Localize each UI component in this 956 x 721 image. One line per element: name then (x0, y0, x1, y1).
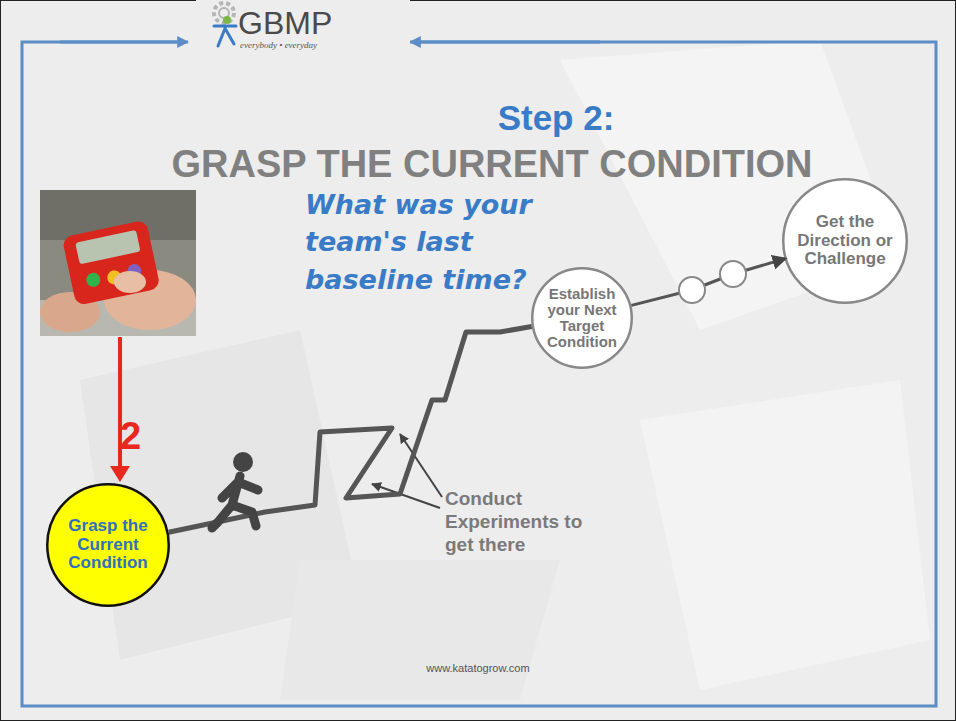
logo-gear (219, 8, 229, 18)
background-shape (560, 40, 900, 330)
photo (40, 190, 196, 336)
pointer-arrow-head (110, 466, 130, 482)
photo-hand (40, 292, 100, 332)
background-shape (280, 560, 560, 700)
question-text: What was your team's last baseline time? (305, 186, 533, 298)
node-text: Grasp the Current Condition (58, 517, 158, 572)
logo-backdrop (196, 0, 410, 60)
node-text: Get the Direction or Challenge (791, 213, 899, 268)
node-text: Establish your Next Target Condition (540, 286, 624, 351)
photo-thumb (114, 271, 146, 293)
circle-shape (47, 484, 169, 606)
staircase-path (169, 327, 532, 533)
challenge-circle: Get the Direction or Challenge (782, 178, 908, 304)
node-text-holder: Establish your Next Target Condition (531, 267, 633, 369)
circle-outline (531, 267, 633, 369)
pointer-arrow (118, 337, 122, 468)
leader-arrow (372, 484, 440, 508)
footer-url: www.katatogrow.com (378, 662, 578, 674)
target-condition-circle: Establish your Next Target Condition (531, 267, 633, 369)
frame-arrow (410, 41, 600, 44)
photo (40, 300, 196, 336)
node-text-holder: Grasp the Current Condition (46, 483, 170, 607)
step-title: Step 2: (406, 98, 706, 138)
photo-timer-button (85, 272, 102, 289)
step-circle (720, 261, 746, 287)
experiments-note: Conduct Experiments to get there (445, 488, 585, 556)
photo-timer-button (126, 263, 143, 280)
logo-tagline: everybody • everyday (240, 41, 350, 51)
step-circle (679, 277, 705, 303)
photo-hand (104, 270, 196, 330)
logo-person (223, 16, 231, 24)
circle-shape (532, 268, 632, 368)
current-condition-circle: Grasp the Current Condition (46, 483, 170, 607)
circle-outline (782, 178, 908, 304)
node-text-holder: Get the Direction or Challenge (782, 178, 908, 304)
progress-arrow (631, 259, 784, 306)
frame (22, 42, 936, 706)
circle-outline (46, 483, 170, 607)
callout-number: 2 (120, 416, 160, 458)
photo-timer (62, 220, 161, 306)
background-shape (640, 380, 930, 690)
photo-timer-button (106, 269, 123, 286)
person-icon (233, 452, 253, 472)
heading-text: GRASP THE CURRENT CONDITION (92, 144, 892, 186)
leader-arrow (400, 434, 442, 497)
circle-shape (783, 179, 907, 303)
logo-text: GBMP (238, 6, 348, 41)
background-shape (80, 330, 360, 660)
photo (40, 190, 196, 240)
frame-arrow (60, 41, 188, 44)
photo-timer-display (75, 230, 140, 264)
person-icon (212, 476, 258, 528)
logo-person (214, 26, 236, 46)
logo-gear (214, 3, 234, 23)
